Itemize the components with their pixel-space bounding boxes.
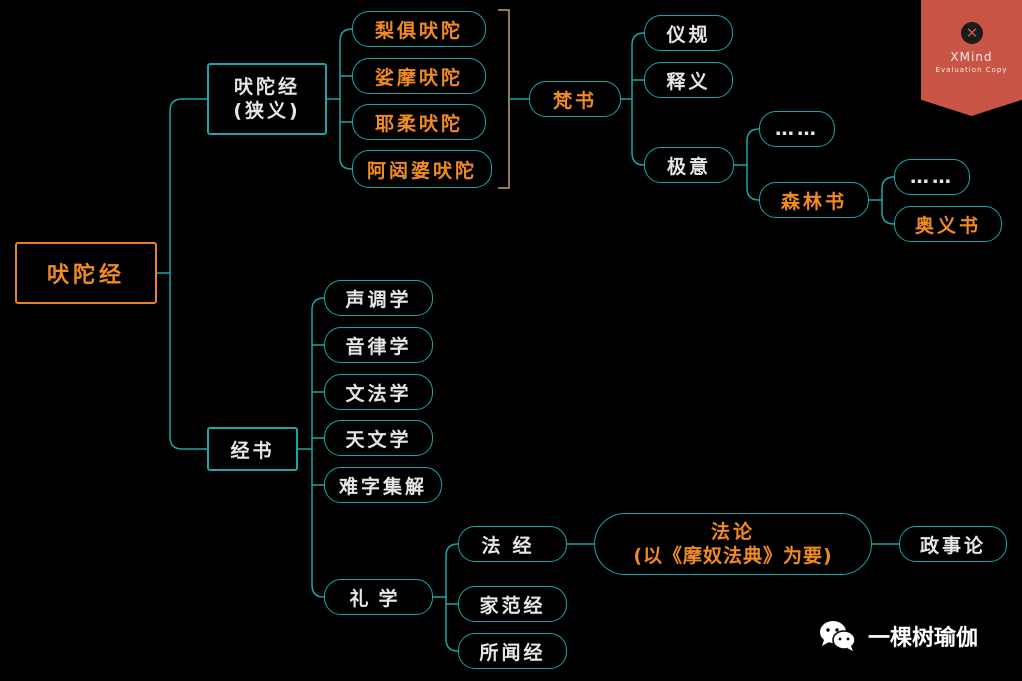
node-yajurveda[interactable]: 耶柔吠陀 <box>352 104 486 140</box>
meaning-label: 极意 <box>666 155 711 178</box>
yajurveda-label: 耶柔吠陀 <box>374 112 463 135</box>
grammar-label: 文法学 <box>345 382 412 405</box>
node-astronomy[interactable]: 天文学 <box>324 420 433 456</box>
node-meaning[interactable]: 极意 <box>644 147 734 183</box>
xmind-watermark: ✕ XMind Evaluation Copy <box>921 0 1022 116</box>
root-node-vedas[interactable]: 吠陀经 <box>15 242 157 304</box>
dharma-sutra-label: 法经 <box>481 534 544 557</box>
astronomy-label: 天文学 <box>345 428 412 451</box>
brahmana-label: 梵书 <box>552 89 597 112</box>
arthashastra-label: 政事论 <box>919 534 986 557</box>
phonetics-label: 声调学 <box>345 288 412 311</box>
node-samaveda[interactable]: 娑摩吠陀 <box>352 58 486 94</box>
ritual-label: 仪规 <box>666 23 711 46</box>
node-grammar[interactable]: 文法学 <box>324 374 433 410</box>
node-sutra[interactable]: 经书 <box>207 427 298 471</box>
ellipsis-label: …… <box>910 166 954 188</box>
grhya-sutra-label: 家范经 <box>479 594 546 617</box>
node-metre[interactable]: 音律学 <box>324 327 433 363</box>
node-phonetics[interactable]: 声调学 <box>324 280 433 316</box>
samaveda-label: 娑摩吠陀 <box>374 66 463 89</box>
watermark-name: XMind <box>950 50 993 64</box>
node-rigveda[interactable]: 梨俱吠陀 <box>352 11 486 47</box>
metre-label: 音律学 <box>345 335 412 358</box>
node-srauta-sutra[interactable]: 所闻经 <box>458 633 567 669</box>
node-atharvaveda[interactable]: 阿闼婆吠陀 <box>352 150 492 188</box>
explanation-label: 释义 <box>666 70 711 93</box>
node-aranyaka[interactable]: 森林书 <box>759 182 869 218</box>
etymology-label: 难字集解 <box>338 475 427 498</box>
watermark-subtitle: Evaluation Copy <box>935 66 1008 74</box>
atharvaveda-label: 阿闼婆吠陀 <box>366 159 477 182</box>
node-dharma-sutra[interactable]: 法经 <box>458 526 567 562</box>
node-grhya-sutra[interactable]: 家范经 <box>458 586 567 622</box>
srauta-sutra-label: 所闻经 <box>479 641 546 664</box>
node-brahmana[interactable]: 梵书 <box>529 81 621 117</box>
dharma-shastra-sublabel: (以《摩奴法典》为要) <box>633 545 833 567</box>
node-ritual-study[interactable]: 礼学 <box>324 579 433 615</box>
rigveda-label: 梨俱吠陀 <box>374 19 463 42</box>
dharma-shastra-label: 法论 <box>710 521 755 543</box>
xmind-logo-icon: ✕ <box>961 22 983 44</box>
narrow-sublabel: (狭义) <box>233 100 301 122</box>
node-upanishad[interactable]: 奥义书 <box>894 206 1002 242</box>
credit-label: 一棵树瑜伽 <box>868 626 979 651</box>
wechat-icon <box>820 621 856 651</box>
aranyaka-label: 森林书 <box>780 190 847 213</box>
sutra-label: 经书 <box>230 439 275 462</box>
node-arthashastra[interactable]: 政事论 <box>899 526 1007 562</box>
node-explanation[interactable]: 释义 <box>644 62 733 98</box>
node-vedas-narrow[interactable]: 吠陀经 (狭义) <box>207 63 327 135</box>
root-label: 吠陀经 <box>46 263 125 288</box>
ellipsis-label: …… <box>775 118 819 140</box>
node-ellipsis-meaning[interactable]: …… <box>759 111 835 147</box>
node-etymology[interactable]: 难字集解 <box>324 467 442 503</box>
ritual-study-label: 礼学 <box>349 587 408 610</box>
narrow-label: 吠陀经 <box>233 76 300 98</box>
node-dharma-shastra[interactable]: 法论 (以《摩奴法典》为要) <box>594 513 872 575</box>
author-credit: 一棵树瑜伽 <box>818 616 978 656</box>
node-ritual[interactable]: 仪规 <box>644 15 733 51</box>
upanishad-label: 奥义书 <box>914 214 981 237</box>
node-ellipsis-aranyaka[interactable]: …… <box>894 159 970 195</box>
